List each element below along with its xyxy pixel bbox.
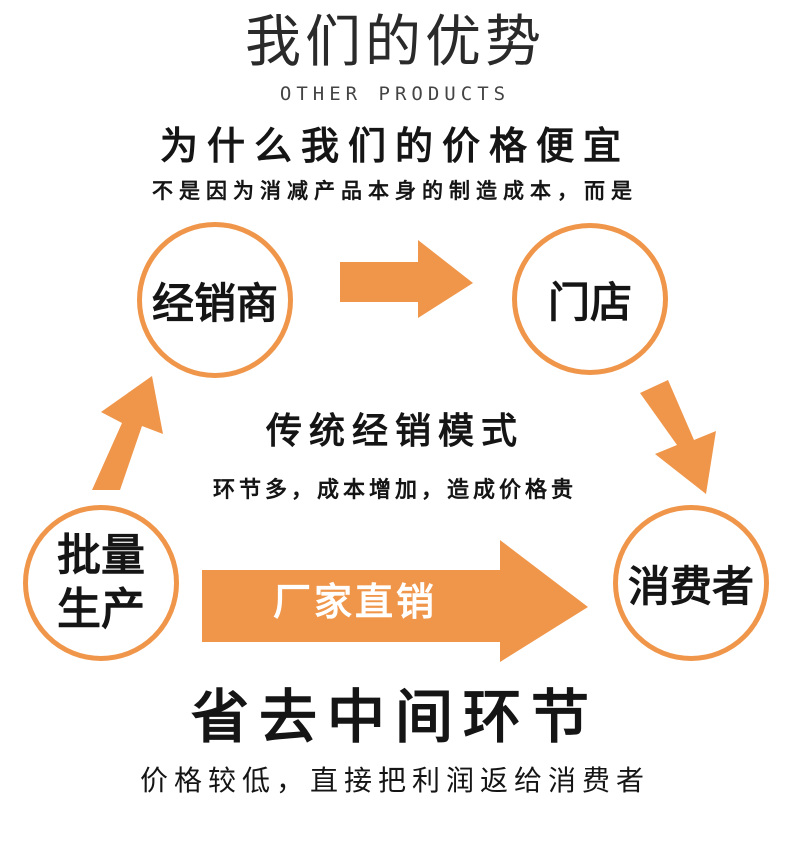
traditional-model-description: 环节多，成本增加，造成价格贵 bbox=[212, 478, 577, 503]
arrow-store-to-consumer bbox=[640, 380, 716, 494]
arrow-direct-sales bbox=[202, 540, 588, 662]
arrow-production-to-distributor bbox=[92, 376, 163, 490]
node-distributor: 经销商 bbox=[137, 222, 293, 378]
page-title: 我们的优势 bbox=[245, 10, 545, 75]
node-consumer-label: 消费者 bbox=[627, 561, 754, 611]
direct-sales-label: 厂家直销 bbox=[272, 580, 437, 624]
conclusion-description: 价格较低，直接把利润返给消费者 bbox=[139, 764, 650, 797]
section-subheading: 不是因为消减产品本身的制造成本，而是 bbox=[152, 179, 638, 203]
conclusion-heading: 省去中间环节 bbox=[190, 683, 599, 751]
node-consumer: 消费者 bbox=[613, 505, 769, 661]
node-production-label: 批量生产 bbox=[57, 530, 145, 635]
arrow-distributor-to-store bbox=[340, 240, 473, 318]
node-store-label: 门店 bbox=[547, 277, 632, 327]
traditional-model-label: 传统经销模式 bbox=[265, 411, 524, 452]
section-heading: 为什么我们的价格便宜 bbox=[159, 124, 630, 168]
node-store: 门店 bbox=[512, 223, 668, 375]
page-subtitle: OTHER PRODUCTS bbox=[279, 83, 511, 105]
node-distributor-label: 经销商 bbox=[151, 278, 278, 328]
node-production: 批量生产 bbox=[23, 505, 179, 661]
